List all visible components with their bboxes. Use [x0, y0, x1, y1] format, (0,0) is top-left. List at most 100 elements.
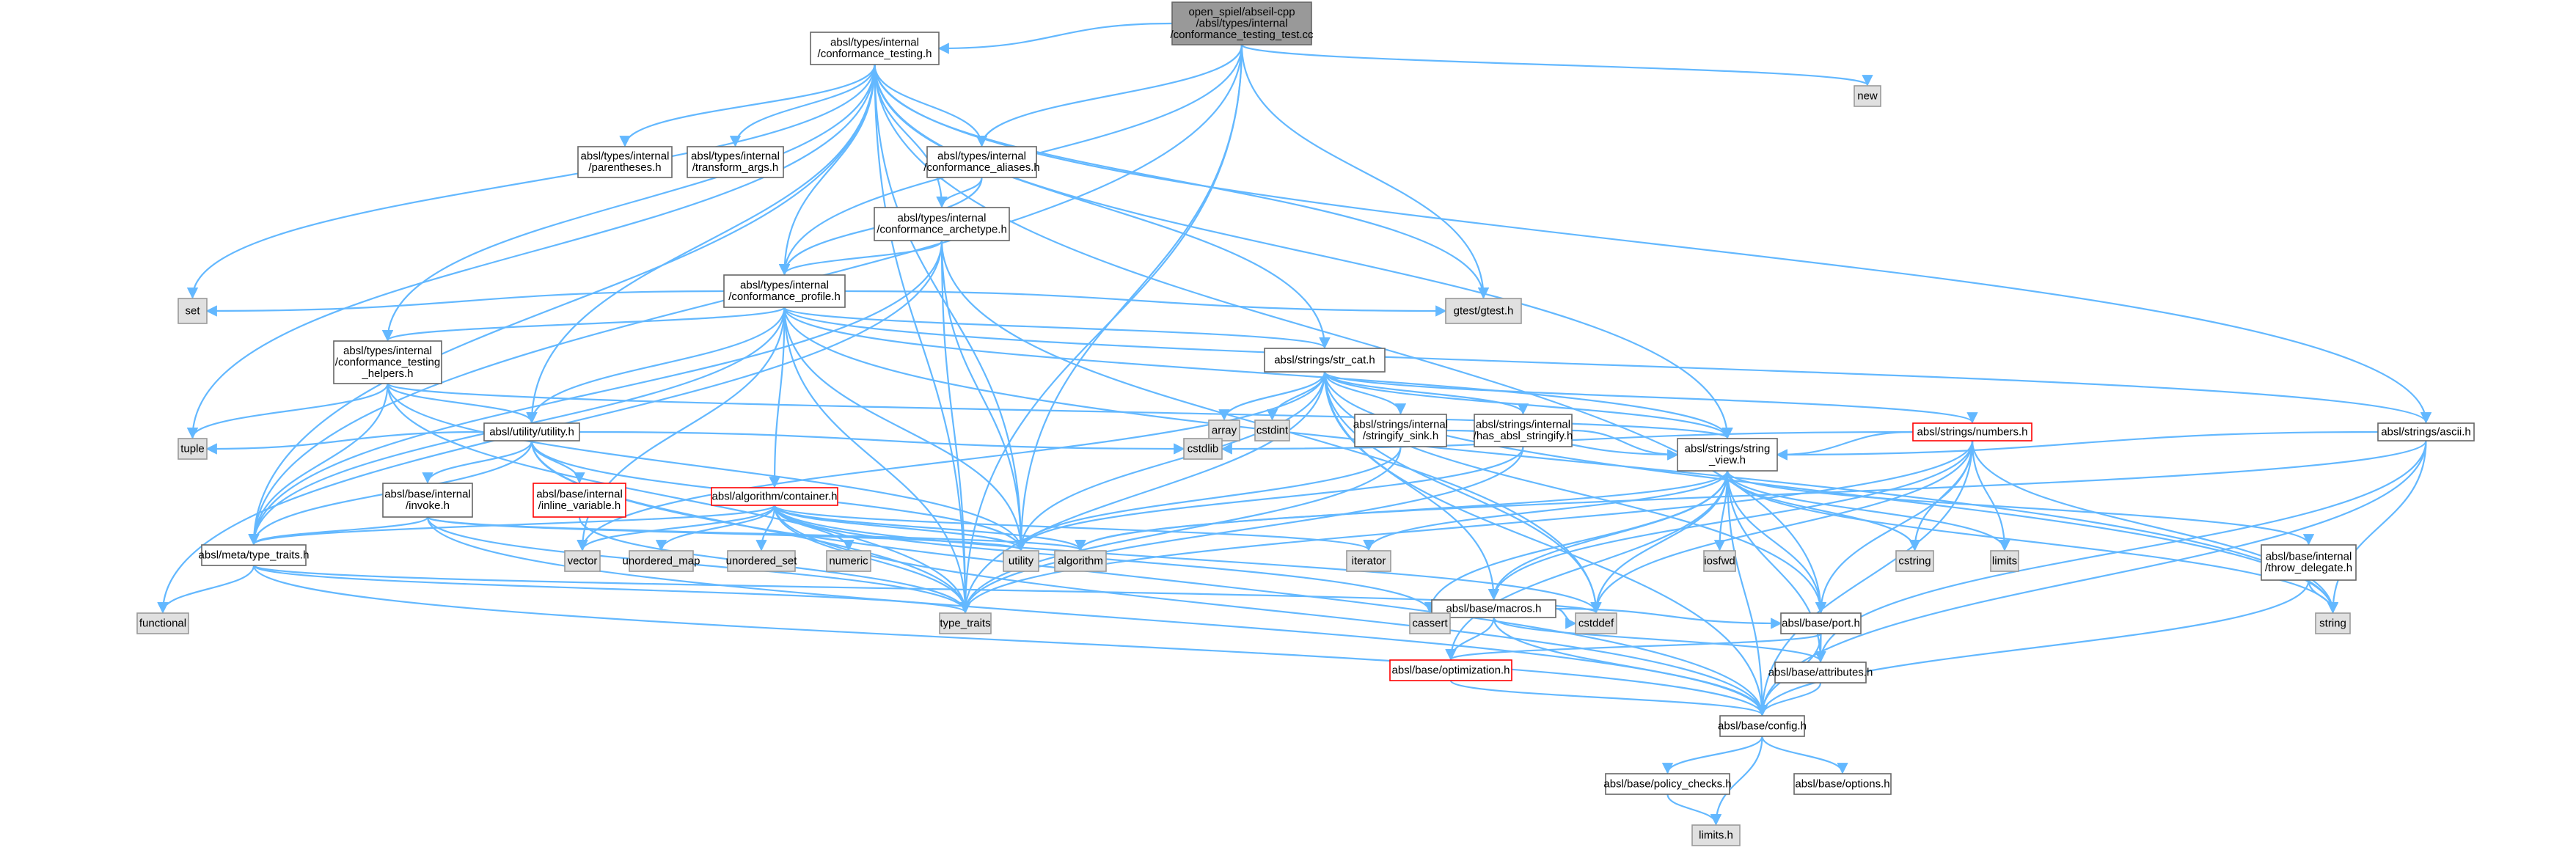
node-macros[interactable]: absl/base/macros.h — [1431, 599, 1556, 618]
node-label-iterator-line-0: iterator — [1352, 554, 1386, 567]
edge-root-to-new — [1240, 43, 1873, 87]
edge-stringify_sink-to-type_traits — [959, 446, 1402, 614]
node-limits_h: limits.h — [1691, 824, 1741, 846]
node-label-cstdlib-line-0: cstdlib — [1188, 442, 1219, 455]
edge-conformance_testing-to-conformance_aliases — [874, 64, 988, 147]
node-label-vector-line-0: vector — [568, 554, 598, 567]
node-cstddef: cstddef — [1575, 612, 1617, 634]
edge-container-to-iterator — [773, 504, 1375, 552]
edge-conformance_testing-to-tuple — [186, 64, 876, 439]
node-algorithm: algorithm — [1054, 550, 1107, 572]
edge-conformance_testing-to-conformance_archetype — [874, 64, 948, 208]
node-label-numbers-line-0: absl/strings/numbers.h — [1917, 425, 2028, 438]
node-type_traits_h[interactable]: absl/meta/type_traits.h — [199, 544, 310, 566]
node-label-throw_delegate-line-1: /throw_delegate.h — [2265, 562, 2352, 574]
node-label-algorithm-line-0: algorithm — [1058, 554, 1103, 567]
node-label-has_absl_stringify-line-0: absl/strings/internal — [1476, 419, 1570, 431]
edge-testing_helpers-to-string_view — [387, 383, 1733, 439]
node-label-type_traits-line-0: type_traits — [940, 617, 990, 629]
node-stringify_sink[interactable]: absl/strings/internal/stringify_sink.h — [1353, 414, 1448, 447]
node-label-container-line-0: absl/algorithm/container.h — [712, 490, 838, 502]
node-box-transform_args — [687, 146, 784, 178]
node-string_view[interactable]: absl/strings/string_view.h — [1677, 438, 1778, 472]
node-testing_helpers[interactable]: absl/types/internal/conformance_testing_… — [333, 340, 442, 384]
edge-conformance_profile-to-utility_h — [526, 307, 786, 424]
node-box-conformance_testing — [810, 32, 940, 65]
edge-testing_helpers-to-utility — [387, 383, 1027, 552]
edge-conformance_profile-to-testing_helpers — [382, 306, 786, 342]
node-box-algorithm — [1054, 550, 1107, 572]
node-ascii[interactable]: absl/strings/ascii.h — [2377, 422, 2475, 442]
node-policy_checks[interactable]: absl/base/policy_checks.h — [1603, 773, 1732, 795]
node-attributes[interactable]: absl/base/attributes.h — [1768, 662, 1873, 684]
edge-str_cat-to-utility — [1015, 371, 1326, 552]
node-optimization[interactable]: absl/base/optimization.h — [1389, 659, 1512, 681]
edge-config-to-limits_h — [1710, 736, 1763, 826]
node-config[interactable]: absl/base/config.h — [1718, 715, 1807, 737]
edge-macros-to-config — [1493, 617, 1768, 717]
node-functional: functional — [136, 612, 189, 634]
node-label-utility_h-line-0: absl/utility/utility.h — [489, 425, 574, 438]
edge-conformance_testing-to-utility_h — [526, 64, 876, 424]
node-port[interactable]: absl/base/port.h — [1780, 612, 1862, 634]
edge-str_cat-to-port — [1323, 371, 1827, 614]
node-limits: limits — [1990, 550, 2019, 572]
node-label-type_traits_h-line-0: absl/meta/type_traits.h — [199, 549, 310, 561]
edge-ascii-to-string — [2327, 440, 2427, 614]
node-inline_variable[interactable]: absl/base/internal/inline_variable.h — [533, 483, 626, 518]
node-unordered_map: unordered_map — [623, 550, 700, 572]
node-label-options-line-0: absl/base/options.h — [1795, 777, 1889, 790]
node-utility_h[interactable]: absl/utility/utility.h — [483, 422, 580, 442]
edge-numbers-to-string — [1971, 440, 2339, 614]
edge-conformance_profile-to-utility — [783, 307, 1027, 552]
node-cstring: cstring — [1895, 550, 1934, 572]
node-conformance_aliases[interactable]: absl/types/internal/conformance_aliases.… — [923, 146, 1040, 178]
node-has_absl_stringify[interactable]: absl/strings/internal/has_absl_stringify… — [1474, 414, 1573, 447]
node-label-functional-line-0: functional — [139, 617, 186, 629]
node-label-string_view-line-0: absl/strings/string — [1685, 443, 1771, 455]
node-invoke[interactable]: absl/base/internal/invoke.h — [382, 483, 473, 518]
node-parentheses[interactable]: absl/types/internal/parentheses.h — [577, 146, 673, 178]
edge-throw_delegate-to-config — [1756, 579, 2310, 717]
node-label-testing_helpers-line-0: absl/types/internal — [343, 345, 432, 357]
node-box-conformance_aliases — [926, 146, 1037, 178]
edge-policy_checks-to-limits_h — [1666, 794, 1722, 826]
edge-root-to-conformance_aliases — [976, 44, 1243, 147]
dependency-nodes: open_spiel/abseil-cpp/absl/types/interna… — [136, 1, 2475, 846]
node-label-array-line-0: array — [1212, 424, 1237, 436]
node-throw_delegate[interactable]: absl/base/internal/throw_delegate.h — [2261, 544, 2357, 581]
node-box-parentheses — [577, 146, 673, 178]
node-numbers[interactable]: absl/strings/numbers.h — [1912, 422, 2032, 442]
edge-numbers-to-cstddef — [1590, 440, 1974, 614]
node-box-new — [1854, 85, 1881, 107]
edge-utility_h-to-config — [530, 440, 1768, 717]
edge-string_view-to-string — [1726, 470, 2339, 614]
edge-container-to-config — [773, 505, 1768, 717]
node-utility: utility — [1003, 550, 1039, 572]
node-label-transform_args-line-1: /transform_args.h — [692, 161, 779, 174]
edge-str_cat-to-type_traits — [959, 371, 1326, 614]
node-transform_args[interactable]: absl/types/internal/transform_args.h — [687, 146, 784, 178]
node-label-unordered_map-line-0: unordered_map — [623, 554, 700, 567]
node-label-cstring-line-0: cstring — [1898, 554, 1931, 567]
node-label-unordered_set-line-0: unordered_set — [726, 554, 798, 567]
edge-string_view-to-config — [1726, 470, 1768, 717]
node-box-unordered_map — [629, 550, 694, 572]
node-options[interactable]: absl/base/options.h — [1793, 773, 1892, 795]
node-str_cat[interactable]: absl/strings/str_cat.h — [1264, 348, 1386, 373]
node-container[interactable]: absl/algorithm/container.h — [711, 487, 838, 506]
edge-conformance_profile-to-ascii — [783, 307, 2432, 424]
edge-type_traits_h-to-functional — [157, 565, 255, 614]
edge-conformance_archetype-to-type_traits_h — [248, 240, 943, 546]
edge-str_cat-to-config — [1323, 371, 1768, 717]
node-root[interactable]: open_spiel/abseil-cpp/absl/types/interna… — [1170, 1, 1314, 45]
edge-conformance_profile-to-set — [205, 290, 725, 317]
node-conformance_archetype[interactable]: absl/types/internal/conformance_archetyp… — [874, 207, 1010, 241]
node-conformance_profile[interactable]: absl/types/internal/conformance_profile.… — [723, 274, 846, 308]
edge-conformance_archetype-to-conformance_profile — [778, 240, 943, 276]
node-box-policy_checks — [1605, 773, 1730, 795]
node-conformance_testing[interactable]: absl/types/internal/conformance_testing.… — [810, 32, 940, 65]
edge-throw_delegate-to-string — [2308, 579, 2339, 614]
edge-conformance_testing-to-ascii — [874, 64, 2432, 424]
edge-has_absl_stringify-to-type_traits — [959, 446, 1524, 614]
